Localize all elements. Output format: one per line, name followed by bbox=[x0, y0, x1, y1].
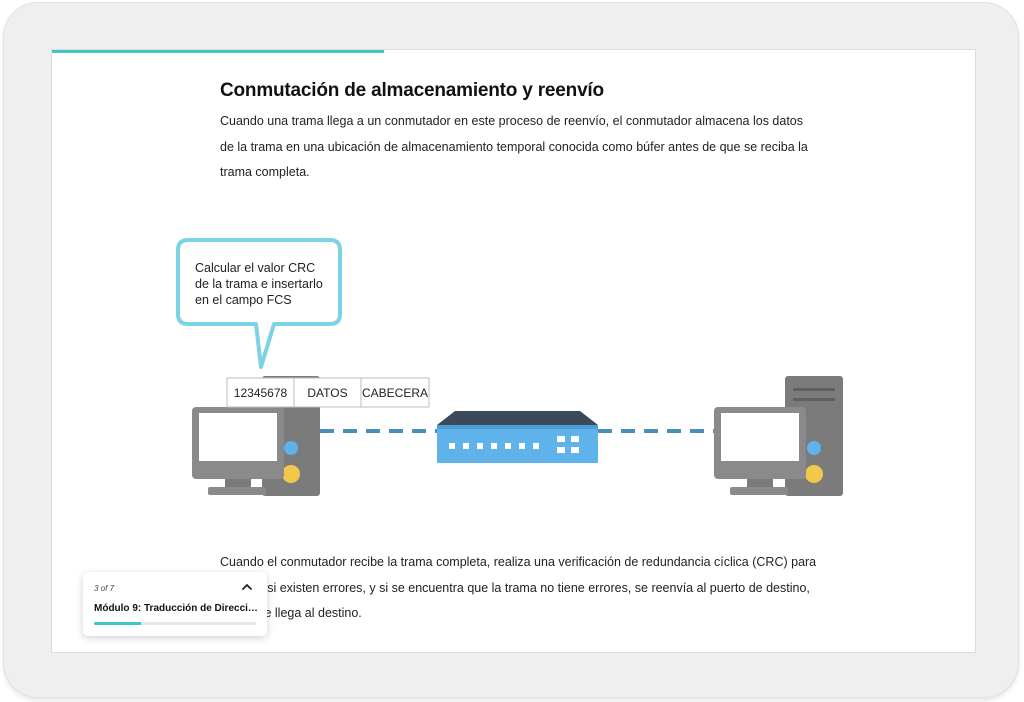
switch-icon bbox=[437, 411, 598, 463]
destination-computer-icon bbox=[714, 376, 843, 496]
frame-field-data: DATOS bbox=[307, 386, 347, 400]
paragraph-crc: Cuando el conmutador recibe la trama com… bbox=[220, 555, 817, 620]
lesson-progress-bar bbox=[52, 50, 385, 53]
frame-field-header: CABECERA bbox=[362, 386, 428, 400]
lesson-title: Conmutación de almacenamiento y reenvío bbox=[220, 80, 604, 101]
module-progress-fill bbox=[94, 622, 141, 625]
crc-callout-bubble: Calcular el valor CRC de la trama e inse… bbox=[176, 238, 342, 369]
lesson-count: 3 of 7 bbox=[94, 584, 115, 593]
store-and-forward-diagram: Calcular el valor CRC de la trama e inse… bbox=[176, 238, 843, 496]
bubble-line-2: de la trama e insertarlo bbox=[195, 277, 323, 291]
module-progress-bar bbox=[94, 622, 256, 625]
bubble-line-1: Calcular el valor CRC bbox=[195, 261, 315, 275]
lesson-navigator-card[interactable]: 3 of 7 Módulo 9: Traducción de Direccio.… bbox=[83, 572, 267, 636]
frame-fields: 12345678 DATOS CABECERA bbox=[226, 377, 430, 408]
paragraph-intro: Cuando una trama llega a un conmutador e… bbox=[220, 114, 808, 179]
frame-field-fcs: 12345678 bbox=[234, 386, 288, 400]
bubble-line-3: en el campo FCS bbox=[195, 293, 292, 307]
module-title: Módulo 9: Traducción de Direccio... bbox=[94, 603, 259, 614]
chevron-up-icon[interactable] bbox=[240, 580, 254, 594]
lesson-screen: Conmutación de almacenamiento y reenvío … bbox=[51, 49, 976, 653]
